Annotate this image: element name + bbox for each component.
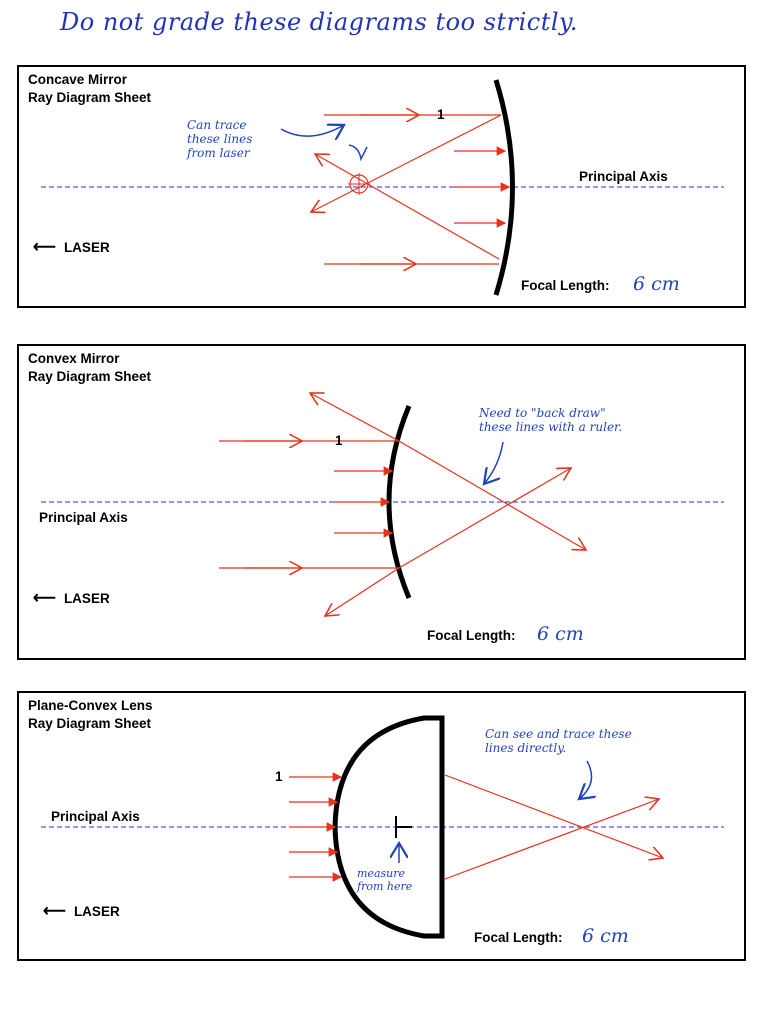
principal-axis-label: Principal Axis <box>39 510 128 525</box>
panel-title: Plane-Convex Lens Ray Diagram Sheet <box>28 698 153 731</box>
reflected-ray-top-out <box>310 393 400 442</box>
refracted-ray-top <box>444 774 663 858</box>
left-arrow-icon: ⟵ <box>43 902 66 920</box>
concave-mirror-diagram <box>41 79 724 296</box>
reflected-ray-bottom <box>315 154 500 260</box>
focal-length-value: 6 cm <box>633 273 680 295</box>
panel-title: Convex Mirror Ray Diagram Sheet <box>28 351 152 384</box>
handwritten-note: Can trace these lines from laser <box>187 118 253 160</box>
handwritten-note: Need to "back draw" these lines with a r… <box>479 406 623 434</box>
annotation-arrow <box>484 441 504 484</box>
grading-note: Do not grade these diagrams too strictly… <box>60 8 579 36</box>
back-drawn-ray-bottom <box>398 468 571 569</box>
concave-mirror-shape <box>493 79 515 296</box>
concave-mirror-panel: Concave Mirror Ray Diagram Sheet 1 Princ… <box>17 65 746 308</box>
annotation-check <box>348 144 368 162</box>
plane-convex-lens-diagram <box>41 715 724 939</box>
back-drawn-ray-top <box>398 440 586 550</box>
handwritten-note: Can see and trace these lines directly. <box>485 727 632 755</box>
focal-length-label: Focal Length: <box>521 278 610 293</box>
refracted-ray-bottom <box>444 799 659 880</box>
panel-title: Concave Mirror Ray Diagram Sheet <box>28 72 152 105</box>
convex-mirror-panel: Convex Mirror Ray Diagram Sheet 1 Princi… <box>17 344 746 660</box>
focal-length-label: Focal Length: <box>474 930 563 945</box>
convex-mirror-diagram <box>41 346 724 662</box>
reflected-ray-bottom-out <box>325 567 400 616</box>
principal-axis-label: Principal Axis <box>51 809 140 824</box>
focal-length-label: Focal Length: <box>427 628 516 643</box>
ray-number-label: 1 <box>335 433 343 448</box>
ray-number-label: 1 <box>275 769 283 784</box>
handwritten-note-measure: measure from here <box>357 867 413 893</box>
ray-number-label: 1 <box>437 107 445 122</box>
principal-axis-label: Principal Axis <box>579 169 668 184</box>
left-arrow-icon: ⟵ <box>33 238 56 256</box>
plane-convex-lens-panel: Plane-Convex Lens Ray Diagram Sheet 1 Pr… <box>17 691 746 961</box>
annotation-arrow <box>579 760 592 799</box>
left-arrow-icon: ⟵ <box>33 589 56 607</box>
reflected-ray-top <box>311 114 502 212</box>
focal-length-value: 6 cm <box>537 623 584 645</box>
annotation-arrow <box>280 125 344 136</box>
focal-length-value: 6 cm <box>582 925 629 947</box>
laser-indicator: ⟵ LASER <box>43 902 120 920</box>
laser-indicator: ⟵ LASER <box>33 238 110 256</box>
laser-indicator: ⟵ LASER <box>33 589 110 607</box>
